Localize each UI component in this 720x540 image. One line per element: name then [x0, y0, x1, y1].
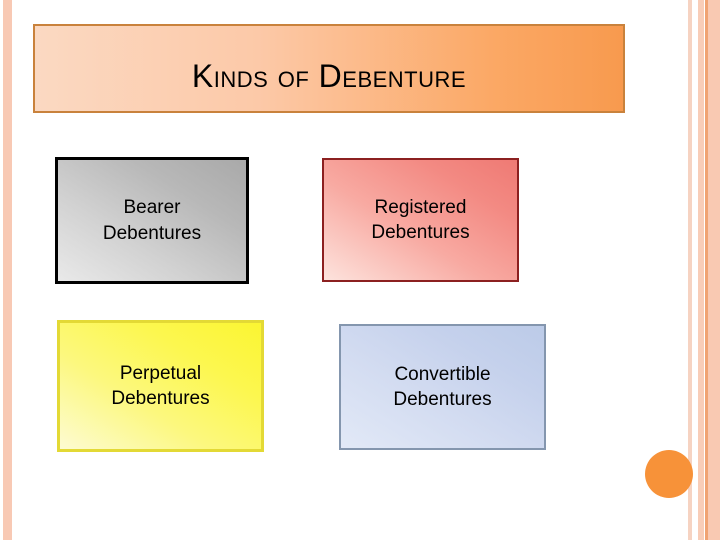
slide-title-box: Kinds of Debenture: [33, 24, 625, 113]
concept-box-bearer[interactable]: Bearer Debentures: [55, 157, 249, 284]
concept-box-label: Perpetual Debentures: [111, 362, 210, 409]
concept-box-label: Registered Debentures: [371, 196, 470, 243]
right-edge-stripe-2: [698, 0, 704, 540]
page-title: Kinds of Debenture: [191, 57, 467, 94]
left-edge-stripe: [3, 0, 12, 540]
concept-box-registered[interactable]: Registered Debentures: [322, 158, 519, 282]
concept-box-label: Convertible Debentures: [393, 363, 492, 410]
concept-box-label: Bearer Debentures: [102, 197, 202, 244]
right-edge-stripe-4: [708, 0, 720, 540]
concept-box-perpetual[interactable]: Perpetual Debentures: [57, 320, 264, 452]
right-edge-stripe-1: [688, 0, 692, 540]
concept-box-convertible[interactable]: Convertible Debentures: [339, 324, 546, 450]
right-edge-stripe-3: [705, 0, 708, 540]
orange-circle-icon: [645, 450, 693, 498]
